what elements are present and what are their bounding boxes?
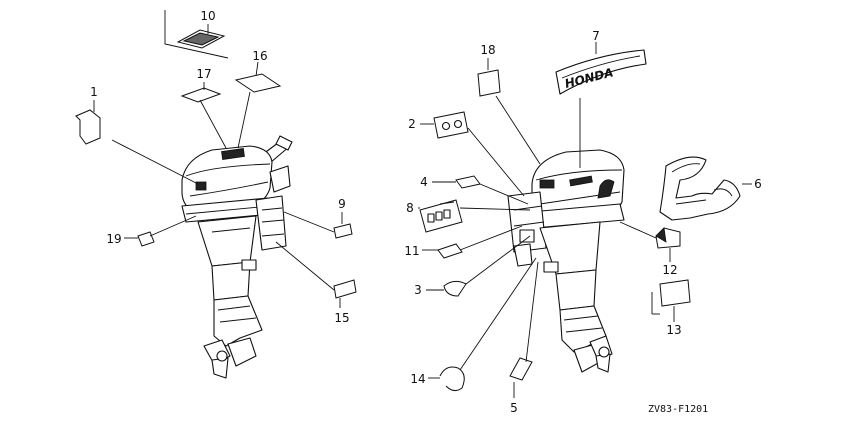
part-19-decal — [137, 231, 155, 247]
callout-18: 18 — [480, 43, 495, 57]
outboard-motor-right — [507, 149, 625, 373]
part-16-decal — [234, 73, 282, 93]
part-11-decal — [437, 243, 463, 259]
leader-lines-left — [93, 24, 343, 308]
callout-12: 12 — [662, 263, 677, 277]
callout-7: 7 — [592, 29, 600, 43]
part-12-decal — [655, 227, 681, 249]
callout-numbers: 10 17 16 1 19 9 15 18 7 2 4 8 11 3 14 5 … — [90, 9, 762, 415]
callout-1: 1 — [90, 85, 98, 99]
leader-lines-right — [418, 42, 752, 398]
outboard-motor-left — [181, 135, 293, 379]
part-9-decal — [333, 223, 353, 239]
callout-11: 11 — [404, 244, 419, 258]
diagram-code: ZV83-F1201 — [648, 404, 708, 415]
callout-8: 8 — [406, 201, 414, 215]
callout-2: 2 — [408, 117, 416, 131]
part-17-decal — [180, 87, 222, 103]
part-10-decal — [164, 10, 229, 59]
callout-13: 13 — [666, 323, 681, 337]
callout-3: 3 — [414, 283, 422, 297]
callout-10: 10 — [200, 9, 215, 23]
part-18-decal — [477, 69, 501, 97]
part-13-decal — [651, 279, 691, 315]
part-3-decal — [443, 280, 467, 297]
part-2-decal — [433, 111, 469, 139]
part-5-decal — [509, 357, 533, 381]
callout-9: 9 — [338, 197, 346, 211]
callout-14: 14 — [410, 372, 425, 386]
part-14-decal — [439, 366, 465, 392]
part-15-decal — [333, 279, 357, 299]
callout-16: 16 — [252, 49, 267, 63]
callout-15: 15 — [334, 311, 349, 325]
part-4-decal — [455, 175, 481, 189]
callout-4: 4 — [420, 175, 428, 189]
callout-5: 5 — [510, 401, 518, 415]
part-1-decal — [75, 109, 101, 145]
callout-17: 17 — [196, 67, 211, 81]
callout-6: 6 — [754, 177, 762, 191]
part-7-honda-decal: HONDA — [555, 49, 647, 95]
part-8-decal — [419, 199, 463, 233]
part-6-logo-decal — [659, 156, 741, 221]
callout-19: 19 — [106, 232, 121, 246]
